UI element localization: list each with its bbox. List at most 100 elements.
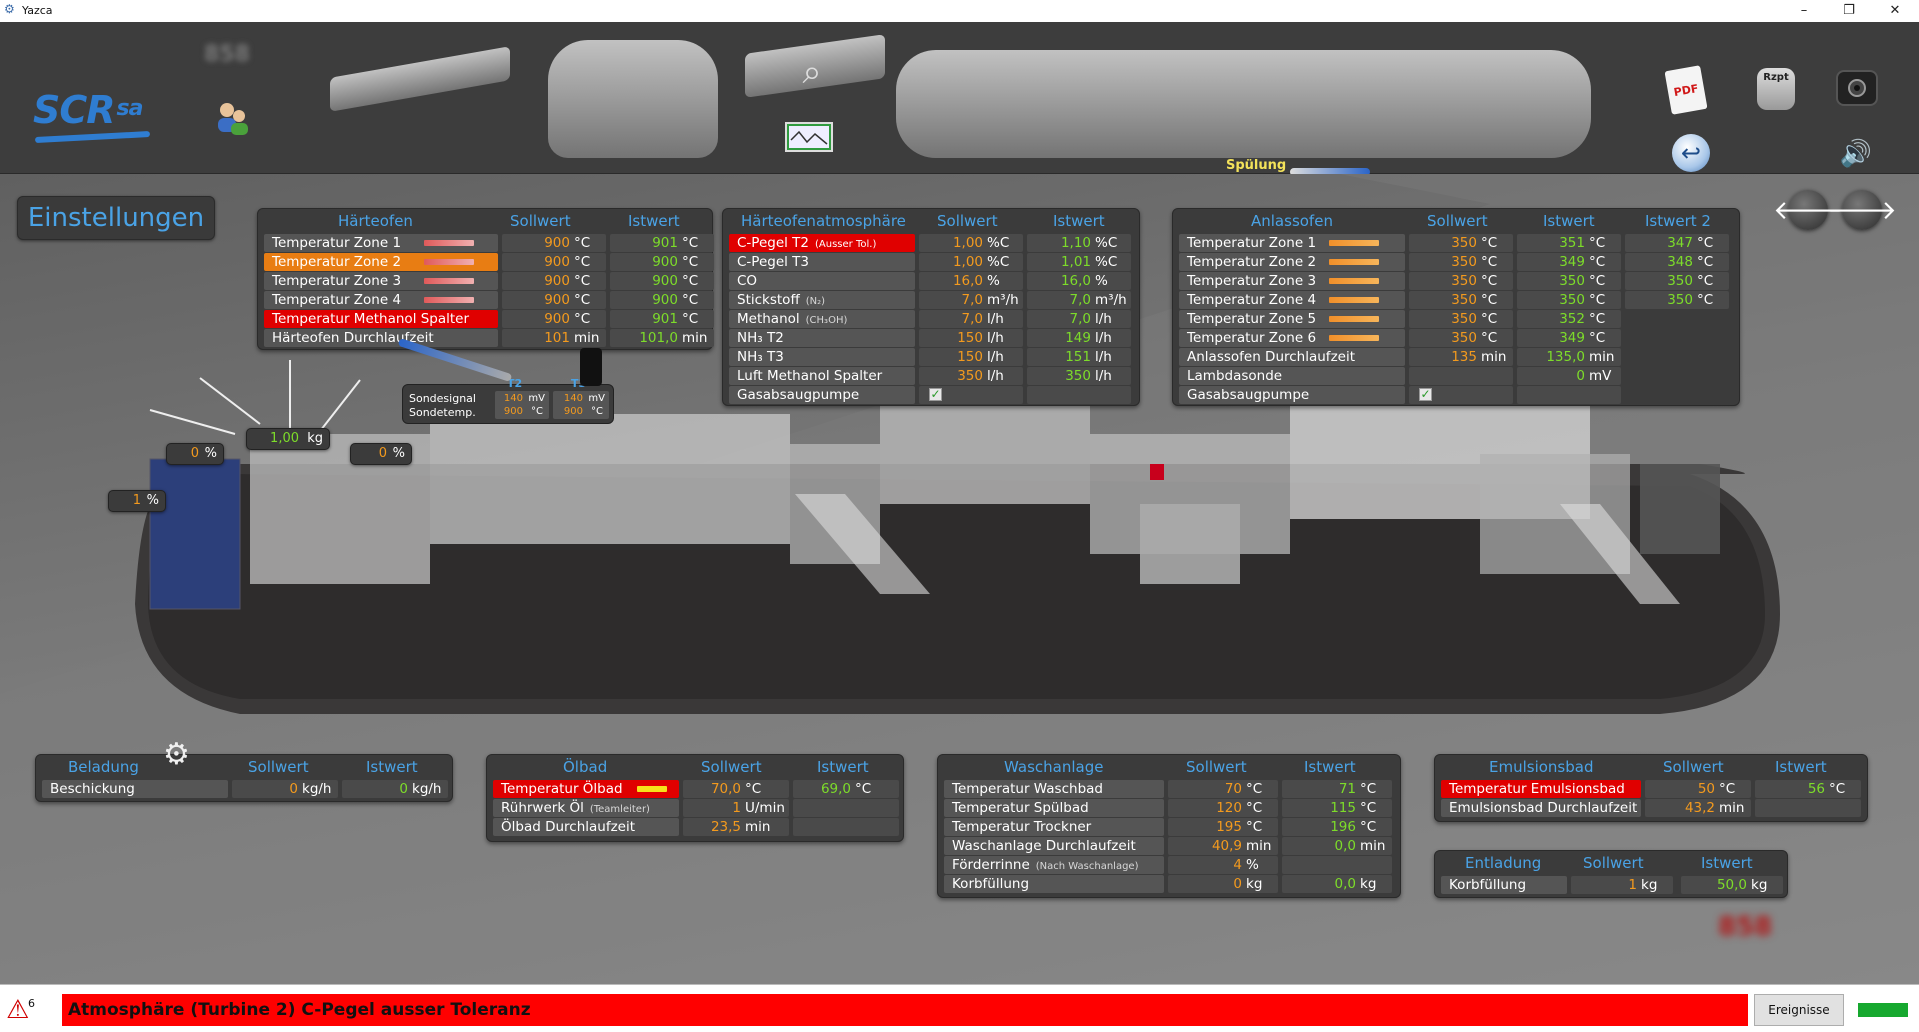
atmos-row-label[interactable]: Gasabsaugpumpe bbox=[729, 386, 915, 404]
database-icon[interactable]: Rzpt bbox=[1757, 68, 1795, 110]
next-page-button[interactable]: 🡒 bbox=[1827, 190, 1897, 230]
anlass-soll-cell[interactable]: 350°C bbox=[1409, 253, 1513, 271]
machine-overview-button[interactable] bbox=[330, 46, 510, 112]
speaker-icon[interactable]: 🔊 bbox=[1839, 139, 1873, 169]
emulsion-soll-header: Sollwert bbox=[1663, 758, 1724, 776]
anlass-pump-checkbox[interactable]: ✓ bbox=[1419, 387, 1432, 401]
wasch-row-label[interactable]: Temperatur Trockner bbox=[944, 818, 1164, 836]
anlass-soll-cell[interactable]: 350°C bbox=[1409, 272, 1513, 290]
anlass-soll-cell[interactable]: 350°C bbox=[1409, 234, 1513, 252]
atmos-row-label[interactable]: NH₃ T3 bbox=[729, 348, 915, 366]
anlass-soll-cell[interactable] bbox=[1409, 386, 1513, 404]
atmos-soll-cell[interactable] bbox=[919, 386, 1023, 404]
emulsion-row-label[interactable]: Emulsionsbad Durchlaufzeit bbox=[1441, 799, 1641, 817]
haerteofen-soll-cell[interactable]: 900°C bbox=[502, 291, 606, 309]
anlass-soll-cell[interactable]: 350°C bbox=[1409, 329, 1513, 347]
anlass-soll-cell[interactable]: 350°C bbox=[1409, 291, 1513, 309]
anlass-row-label[interactable]: Gasabsaugpumpe bbox=[1179, 386, 1405, 404]
pdf-icon[interactable]: PDF bbox=[1664, 65, 1708, 115]
wasch-row-label[interactable]: Temperatur Spülbad bbox=[944, 799, 1164, 817]
atmos-row-label[interactable]: Stickstoff(N₂) bbox=[729, 291, 915, 309]
haerteofen-soll-cell[interactable]: 900°C bbox=[502, 234, 606, 252]
wasch-soll-cell[interactable]: 70°C bbox=[1168, 780, 1278, 798]
wasch-row-label[interactable]: Waschanlage Durchlaufzeit bbox=[944, 837, 1164, 855]
emulsion-row-label[interactable]: Temperatur Emulsionsbad bbox=[1441, 780, 1641, 798]
oelbad-ist-unit: °C bbox=[855, 781, 872, 797]
wasch-soll-value: 70 bbox=[1224, 781, 1242, 797]
anlass-row-label[interactable]: Temperatur Zone 3 bbox=[1179, 272, 1405, 290]
wasch-soll-cell[interactable]: 120°C bbox=[1168, 799, 1278, 817]
minimize-button[interactable]: – bbox=[1800, 3, 1808, 18]
haerteofen-soll-cell[interactable]: 900°C bbox=[502, 253, 606, 271]
wasch-soll-cell[interactable]: 4% bbox=[1168, 856, 1278, 874]
wasch-soll-cell[interactable]: 195°C bbox=[1168, 818, 1278, 836]
anlass-row-label[interactable]: Temperatur Zone 1 bbox=[1179, 234, 1405, 252]
wasch-row-label[interactable]: Förderrinne(Nach Waschanlage) bbox=[944, 856, 1164, 874]
oelbad-row-label[interactable]: Rührwerk Öl(Teamleiter) bbox=[493, 799, 679, 817]
atmos-soll-value: 1,00 bbox=[952, 235, 983, 251]
anlass-row-label[interactable]: Lambdasonde bbox=[1179, 367, 1405, 385]
emulsion-soll-cell[interactable]: 50°C bbox=[1645, 780, 1751, 798]
haerteofen-row-label[interactable]: Temperatur Zone 1 bbox=[264, 234, 498, 252]
atmos-pump-checkbox[interactable]: ✓ bbox=[929, 387, 942, 401]
oelbad-soll-cell[interactable]: 70,0°C bbox=[683, 780, 789, 798]
wasch-row-label[interactable]: Korbfüllung bbox=[944, 875, 1164, 893]
beladung-row-label[interactable]: Beschickung bbox=[42, 780, 228, 798]
atmos-row-label[interactable]: CO bbox=[729, 272, 915, 290]
line-overview-button[interactable] bbox=[896, 50, 1591, 158]
users-icon[interactable] bbox=[212, 98, 252, 138]
alarm-message[interactable]: Atmosphäre (Turbine 2) C-Pegel ausser To… bbox=[62, 994, 1748, 1026]
atmos-row-label[interactable]: NH₃ T2 bbox=[729, 329, 915, 347]
back-icon[interactable]: ↩ bbox=[1672, 134, 1710, 172]
anlass-row-label[interactable]: Temperatur Zone 4 bbox=[1179, 291, 1405, 309]
atmos-soll-cell[interactable]: 1,00%C bbox=[919, 253, 1023, 271]
prev-page-button[interactable]: 🡐 bbox=[1773, 190, 1843, 230]
atmos-ist-unit: l/h bbox=[1095, 330, 1112, 346]
close-button[interactable]: ✕ bbox=[1889, 3, 1901, 18]
anlass-row-label[interactable]: Anlassofen Durchlaufzeit bbox=[1179, 348, 1405, 366]
trend-chart-icon[interactable] bbox=[785, 122, 833, 152]
haerteofen-row-label[interactable]: Härteofen Durchlaufzeit bbox=[264, 329, 498, 347]
anlass-soll-cell[interactable] bbox=[1409, 367, 1513, 385]
haerteofen-row-label[interactable]: Temperatur Zone 2 bbox=[264, 253, 498, 271]
oelbad-row-label[interactable]: Temperatur Ölbad bbox=[493, 780, 679, 798]
furnace-view-button[interactable] bbox=[548, 40, 718, 158]
entladung-row-label[interactable]: Korbfüllung bbox=[1441, 876, 1567, 894]
anlass-row-label[interactable]: Temperatur Zone 5 bbox=[1179, 310, 1405, 328]
atmos-row-label[interactable]: C-Pegel T2(Ausser Tol.) bbox=[729, 234, 915, 252]
atmos-row-label[interactable]: Luft Methanol Spalter bbox=[729, 367, 915, 385]
haerteofen-row-label[interactable]: Temperatur Zone 3 bbox=[264, 272, 498, 290]
anlass-soll-cell[interactable]: 350°C bbox=[1409, 310, 1513, 328]
haerteofen-row-label[interactable]: Temperatur Zone 4 bbox=[264, 291, 498, 309]
haerteofen-soll-cell[interactable]: 900°C bbox=[502, 272, 606, 290]
oelbad-row-label[interactable]: Ölbad Durchlaufzeit bbox=[493, 818, 679, 836]
anlass-row-label[interactable]: Temperatur Zone 2 bbox=[1179, 253, 1405, 271]
maximize-button[interactable]: ❐ bbox=[1843, 3, 1855, 18]
atmos-soll-cell[interactable]: 16,0% bbox=[919, 272, 1023, 290]
warning-icon[interactable]: ⚠6 bbox=[6, 996, 40, 1024]
haerteofen-row-label[interactable]: Temperatur Methanol Spalter bbox=[264, 310, 498, 328]
anlass-row-label[interactable]: Temperatur Zone 6 bbox=[1179, 329, 1405, 347]
settings-gear-icon[interactable]: ⚙ bbox=[163, 737, 190, 772]
atmos-row-label[interactable]: Methanol(CH₃OH) bbox=[729, 310, 915, 328]
events-button[interactable]: Ereignisse bbox=[1754, 994, 1844, 1026]
wasch-row-label[interactable]: Temperatur Waschbad bbox=[944, 780, 1164, 798]
atmos-row-label[interactable]: C-Pegel T3 bbox=[729, 253, 915, 271]
atmos-soll-cell[interactable]: 1,00%C bbox=[919, 234, 1023, 252]
camera-icon[interactable] bbox=[1836, 70, 1878, 106]
haerteofen-soll-cell[interactable]: 900°C bbox=[502, 310, 606, 328]
